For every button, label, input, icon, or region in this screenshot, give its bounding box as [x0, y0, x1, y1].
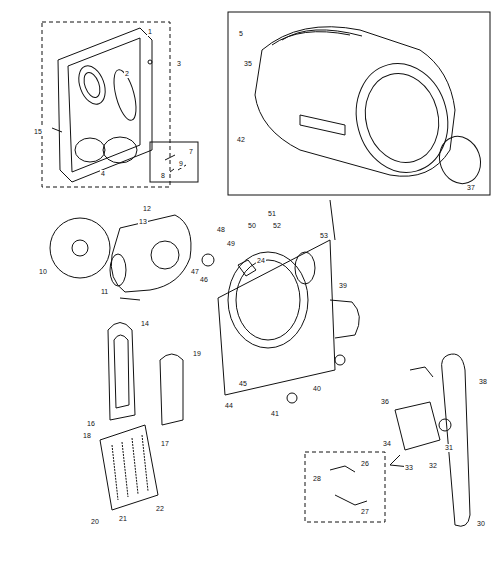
pulley [439, 419, 451, 431]
bulkhead-opening [228, 252, 308, 348]
screw [52, 128, 62, 132]
callout-number: 31 [444, 444, 454, 452]
callout-number: 47 [190, 268, 200, 276]
drum-rim [344, 53, 459, 183]
callout-number: 40 [312, 385, 322, 393]
callout-number: 39 [338, 282, 348, 290]
callout-number: 19 [192, 350, 202, 358]
callout-number: 22 [155, 505, 165, 513]
callout-number: 17 [160, 440, 170, 448]
callout-number: 3 [176, 60, 182, 68]
callout-number: 5 [238, 30, 244, 38]
inset-frame [305, 452, 385, 522]
callout-number: 30 [476, 520, 486, 528]
blower-wheel [50, 218, 110, 278]
callout-number: 27 [360, 508, 370, 516]
callout-number: 26 [360, 460, 370, 468]
callout-number: 44 [224, 402, 234, 410]
callout-number: 42 [236, 136, 246, 144]
panel-face [68, 38, 140, 172]
heater-housing [100, 425, 158, 510]
lint-opening [75, 138, 105, 162]
callout-number: 36 [380, 398, 390, 406]
callout-number: 45 [238, 380, 248, 388]
callout-number: 51 [267, 210, 277, 218]
callout-number: 16 [86, 420, 96, 428]
switch [238, 260, 256, 276]
clip [330, 466, 367, 505]
callout-number: 41 [270, 410, 280, 418]
callout-number: 52 [272, 222, 282, 230]
callout-number: 1 [147, 28, 153, 36]
housing-outlet [151, 241, 179, 269]
inset-frame [42, 22, 170, 187]
ring [103, 137, 137, 163]
callout-number: 50 [247, 222, 257, 230]
leader-line [330, 200, 335, 240]
thermostat [202, 254, 214, 266]
callout-number: 4 [100, 170, 106, 178]
callout-number: 28 [312, 475, 322, 483]
callout-number: 9 [178, 160, 184, 168]
callout-number: 33 [404, 464, 414, 472]
bulkhead-flange [236, 260, 300, 340]
opening-inner [81, 70, 103, 99]
housing-inlet [110, 254, 126, 286]
callout-number: 2 [124, 70, 130, 78]
drum-groove [272, 30, 362, 45]
door-opening [74, 62, 110, 108]
inset-frame [228, 12, 490, 195]
inset-frame [150, 142, 198, 182]
callout-number: 13 [138, 218, 148, 226]
callout-number: 15 [33, 128, 43, 136]
drum [255, 27, 455, 177]
callout-number: 37 [466, 184, 476, 192]
callout-number: 20 [90, 518, 100, 526]
front-panel [58, 28, 152, 182]
callout-number: 53 [319, 232, 329, 240]
callout-number: 10 [38, 268, 48, 276]
screw [120, 298, 140, 300]
callout-number: 49 [226, 240, 236, 248]
drive-belt [442, 354, 470, 526]
callout-number: 34 [382, 440, 392, 448]
duct-opening [114, 335, 129, 408]
wheel-hub [72, 240, 88, 256]
callout-number: 18 [82, 432, 92, 440]
screw [148, 60, 152, 64]
bracket [330, 300, 359, 338]
callout-number: 46 [199, 276, 209, 284]
baffle [300, 115, 345, 135]
drum-opening [356, 65, 449, 171]
idler-bracket [410, 367, 433, 377]
callout-number: 14 [140, 320, 150, 328]
callout-number: 21 [118, 515, 128, 523]
bulkhead-port [295, 252, 315, 284]
callout-number: 8 [160, 172, 166, 180]
callout-number: 24 [256, 257, 266, 265]
roller [287, 393, 297, 403]
drum-seal [433, 131, 487, 190]
seal [110, 68, 141, 123]
lint-filter [160, 354, 183, 425]
callout-number: 11 [100, 288, 109, 296]
clip [165, 155, 186, 172]
callout-number: 48 [216, 226, 226, 234]
bulkhead [218, 240, 335, 395]
lint-duct [108, 323, 135, 421]
heater-coil [112, 435, 148, 500]
motor [395, 402, 440, 450]
callout-number: 7 [188, 148, 194, 156]
callout-number: 32 [428, 462, 438, 470]
callout-number: 38 [478, 378, 488, 386]
callout-number: 35 [243, 60, 253, 68]
roller [335, 355, 345, 365]
callout-number: 12 [142, 205, 152, 213]
blower-housing [111, 215, 191, 292]
